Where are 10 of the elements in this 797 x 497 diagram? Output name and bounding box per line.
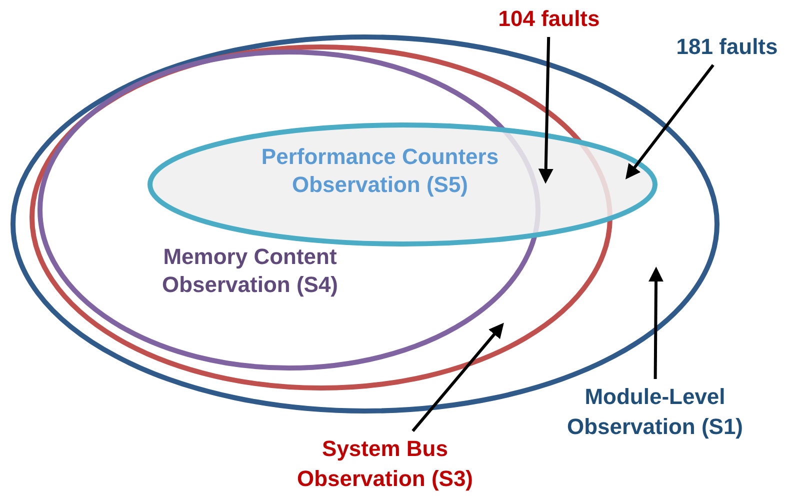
set-label: Performance Counters Observation (S5) bbox=[260, 143, 500, 199]
arrow bbox=[625, 64, 714, 180]
arrow bbox=[412, 322, 504, 432]
set-label: Memory Content Observation (S4) bbox=[160, 243, 340, 299]
callout-text: Module-Level Observation (S1) bbox=[555, 382, 755, 442]
callout-text: System Bus Observation (S3) bbox=[285, 434, 485, 494]
arrow bbox=[538, 36, 554, 184]
callout-text: 104 faults bbox=[485, 4, 613, 34]
callout-text: 181 faults bbox=[657, 32, 797, 62]
arrow bbox=[648, 266, 664, 379]
